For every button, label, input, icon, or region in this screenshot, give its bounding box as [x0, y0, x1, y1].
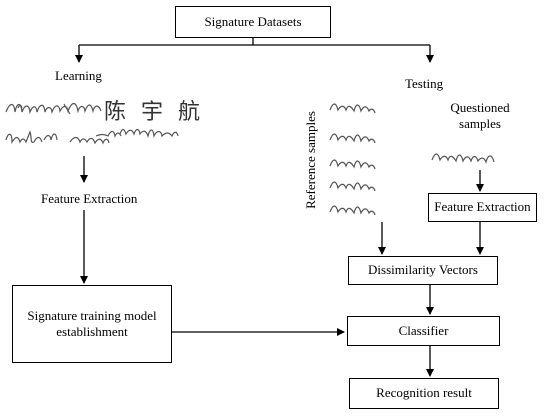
- signature-datasets-label: Signature Datasets: [204, 13, 302, 29]
- signature-training-model-box: Signature training model establishment: [12, 285, 172, 363]
- questioned-signature-image: [431, 153, 495, 164]
- feature-extraction-testing-label: Feature Extraction: [434, 199, 531, 215]
- dissimilarity-vectors-label: Dissimilarity Vectors: [368, 262, 478, 278]
- classifier-label: Classifier: [398, 322, 449, 338]
- uyghur-signature-image: [5, 128, 179, 145]
- recognition-result-label: Recognition result: [376, 385, 472, 401]
- reference-samples-label: Reference samples: [303, 111, 318, 209]
- reference-signature-images: [329, 103, 376, 216]
- signature-training-model-label: Signature training model establishment: [27, 307, 157, 339]
- learning-label: Learning: [55, 68, 102, 83]
- testing-label: Testing: [405, 76, 444, 91]
- signature-datasets-box: Signature Datasets: [175, 6, 331, 38]
- latin-signature-image: [5, 102, 102, 115]
- feature-extraction-testing-box: Feature Extraction: [428, 193, 537, 222]
- feature-extraction-learning-label: Feature Extraction: [41, 191, 138, 206]
- dissimilarity-vectors-box: Dissimilarity Vectors: [348, 256, 498, 285]
- questioned-samples-label: Questioned samples: [450, 100, 510, 131]
- recognition-result-box: Recognition result: [349, 378, 499, 409]
- classifier-box: Classifier: [347, 316, 500, 346]
- chinese-signature-image: 陈 宇 航: [104, 100, 204, 125]
